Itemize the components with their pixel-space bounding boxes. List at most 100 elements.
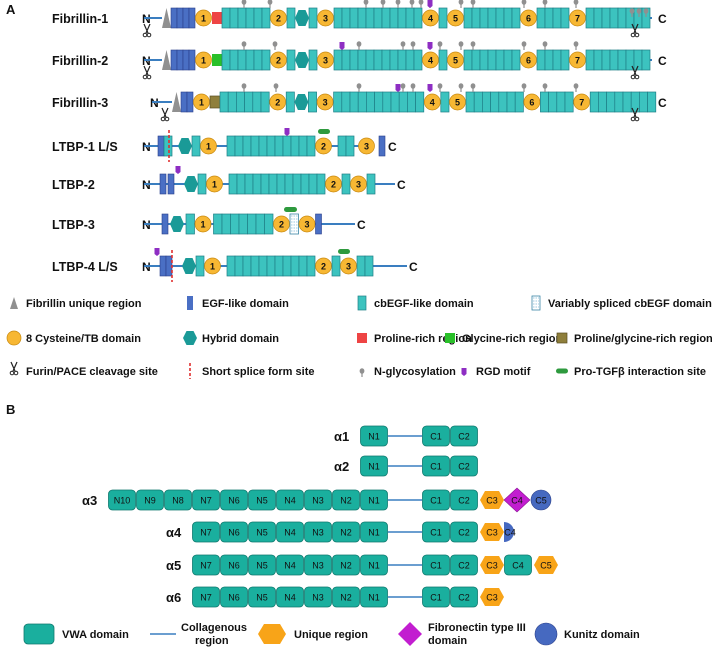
tb-domain-number: 3 xyxy=(304,220,309,230)
cbegf-domain xyxy=(247,213,257,235)
tb-domain-number: 3 xyxy=(364,142,369,152)
protein-row: LTBP-4 L/SN123C xyxy=(52,255,418,277)
vwa-domain xyxy=(360,425,388,447)
cbegf-domain xyxy=(471,7,481,29)
vwa-domain xyxy=(504,554,532,576)
cbegf-domain xyxy=(544,7,554,29)
cbegf-domain xyxy=(286,49,296,71)
vwa-domain xyxy=(332,586,360,608)
n-glycosylation-icon xyxy=(418,0,424,5)
n-glycosylation-icon xyxy=(395,0,401,5)
hybrid-domain xyxy=(295,52,309,68)
vwa-domain-label: N5 xyxy=(256,528,268,538)
vwa-domain-label: N2 xyxy=(340,528,352,538)
furin-cleavage-icon xyxy=(164,116,170,122)
legend-proline-icon xyxy=(357,333,367,343)
cbegf-domain xyxy=(298,135,308,157)
cbegf-domain xyxy=(617,49,627,71)
cbegf-domain xyxy=(495,49,505,71)
extra-domain-label: C3 xyxy=(486,528,498,538)
cbegf-domain xyxy=(337,135,347,157)
egf-domain xyxy=(378,135,386,157)
tb-domain xyxy=(315,137,332,155)
egf-domain xyxy=(188,49,196,71)
legend-label: Kunitz domain xyxy=(564,629,640,641)
legend-label: 8 Cysteine/TB domain xyxy=(26,333,141,345)
cbegf-domain xyxy=(617,7,627,29)
cbegf-domain xyxy=(234,255,244,277)
rgd-motif-icon xyxy=(427,42,433,50)
cbegf-domain xyxy=(250,135,260,157)
cbegf-domain xyxy=(290,135,300,157)
vwa-domain xyxy=(276,554,304,576)
tb-domain-number: 6 xyxy=(529,98,534,108)
vwa-domain-label: N10 xyxy=(114,496,131,506)
vwa-domain-label: C1 xyxy=(430,528,442,538)
cbegf-domain xyxy=(405,49,415,71)
cbegf-domain xyxy=(226,255,236,277)
rgd-motif-icon xyxy=(154,248,160,256)
vwa-domain xyxy=(220,554,248,576)
cbegf-domain xyxy=(219,91,229,113)
vwa-domain-label: N3 xyxy=(312,496,324,506)
furin-cleavage-icon xyxy=(142,74,148,80)
fibronectin-domain xyxy=(503,487,531,513)
unique-region xyxy=(480,588,504,606)
c-terminus-label: C xyxy=(388,140,397,154)
legend-glycine-icon xyxy=(445,333,455,343)
legend-label: Proline-rich region xyxy=(374,333,472,345)
vwa-domain xyxy=(422,554,450,576)
cbegf-domain xyxy=(397,7,407,29)
cbegf-domain xyxy=(286,7,296,29)
rgd-motif-icon xyxy=(427,84,433,92)
vwa-domain-label: N6 xyxy=(228,496,240,506)
tb-domain xyxy=(204,257,221,275)
fibrillin-unique-region xyxy=(162,50,171,70)
vwa-domain xyxy=(248,586,276,608)
legend-label: Fibrillin unique region xyxy=(26,298,142,310)
vwa-domain xyxy=(164,489,192,511)
cbegf-domain xyxy=(548,91,558,113)
tb-domain-number: 1 xyxy=(200,220,205,230)
legend-item: EGF-like domain xyxy=(187,296,289,310)
protein-row: Fibrillin-2N1234567C xyxy=(52,49,667,80)
cbegf-domain xyxy=(585,49,595,71)
cbegf-domain xyxy=(506,91,516,113)
vwa-domain xyxy=(304,521,332,543)
cbegf-domain xyxy=(245,49,255,71)
cbegf-domain xyxy=(252,91,262,113)
legend-item: RGD motif xyxy=(461,366,531,378)
vwa-domain-label: C2 xyxy=(458,528,470,538)
panel-label-b: B xyxy=(6,402,15,417)
vwa-domain-label: N7 xyxy=(200,528,212,538)
cbegf-domain xyxy=(438,49,448,71)
cbegf-domain xyxy=(237,7,247,29)
cbegf-domain xyxy=(511,49,521,71)
hybrid-domain xyxy=(295,10,309,26)
n-glycosylation-icon xyxy=(241,83,247,89)
cbegf-domain xyxy=(255,213,265,235)
cbegf-domain xyxy=(482,91,491,113)
n-glycosylation-icon xyxy=(629,8,635,14)
cbegf-domain xyxy=(503,49,513,71)
hybrid-domain xyxy=(182,258,196,274)
tb-domain-number: 1 xyxy=(210,262,215,272)
furin-cleavage-icon xyxy=(634,116,640,122)
protein-name: LTBP-1 L/S xyxy=(52,140,118,154)
vwa-domain xyxy=(450,455,478,477)
hybrid-domain xyxy=(184,176,198,192)
vwa-domain xyxy=(220,489,248,511)
tb-domain xyxy=(200,137,217,155)
vwa-domain-label: N7 xyxy=(200,593,212,603)
tb-domain-number: 4 xyxy=(428,14,433,24)
vwa-domain-label: N1 xyxy=(368,496,380,506)
vwa-domain xyxy=(192,554,220,576)
vwa-domain xyxy=(360,455,388,477)
vwa-domain-label: N5 xyxy=(256,593,268,603)
egf-domain xyxy=(315,213,322,235)
